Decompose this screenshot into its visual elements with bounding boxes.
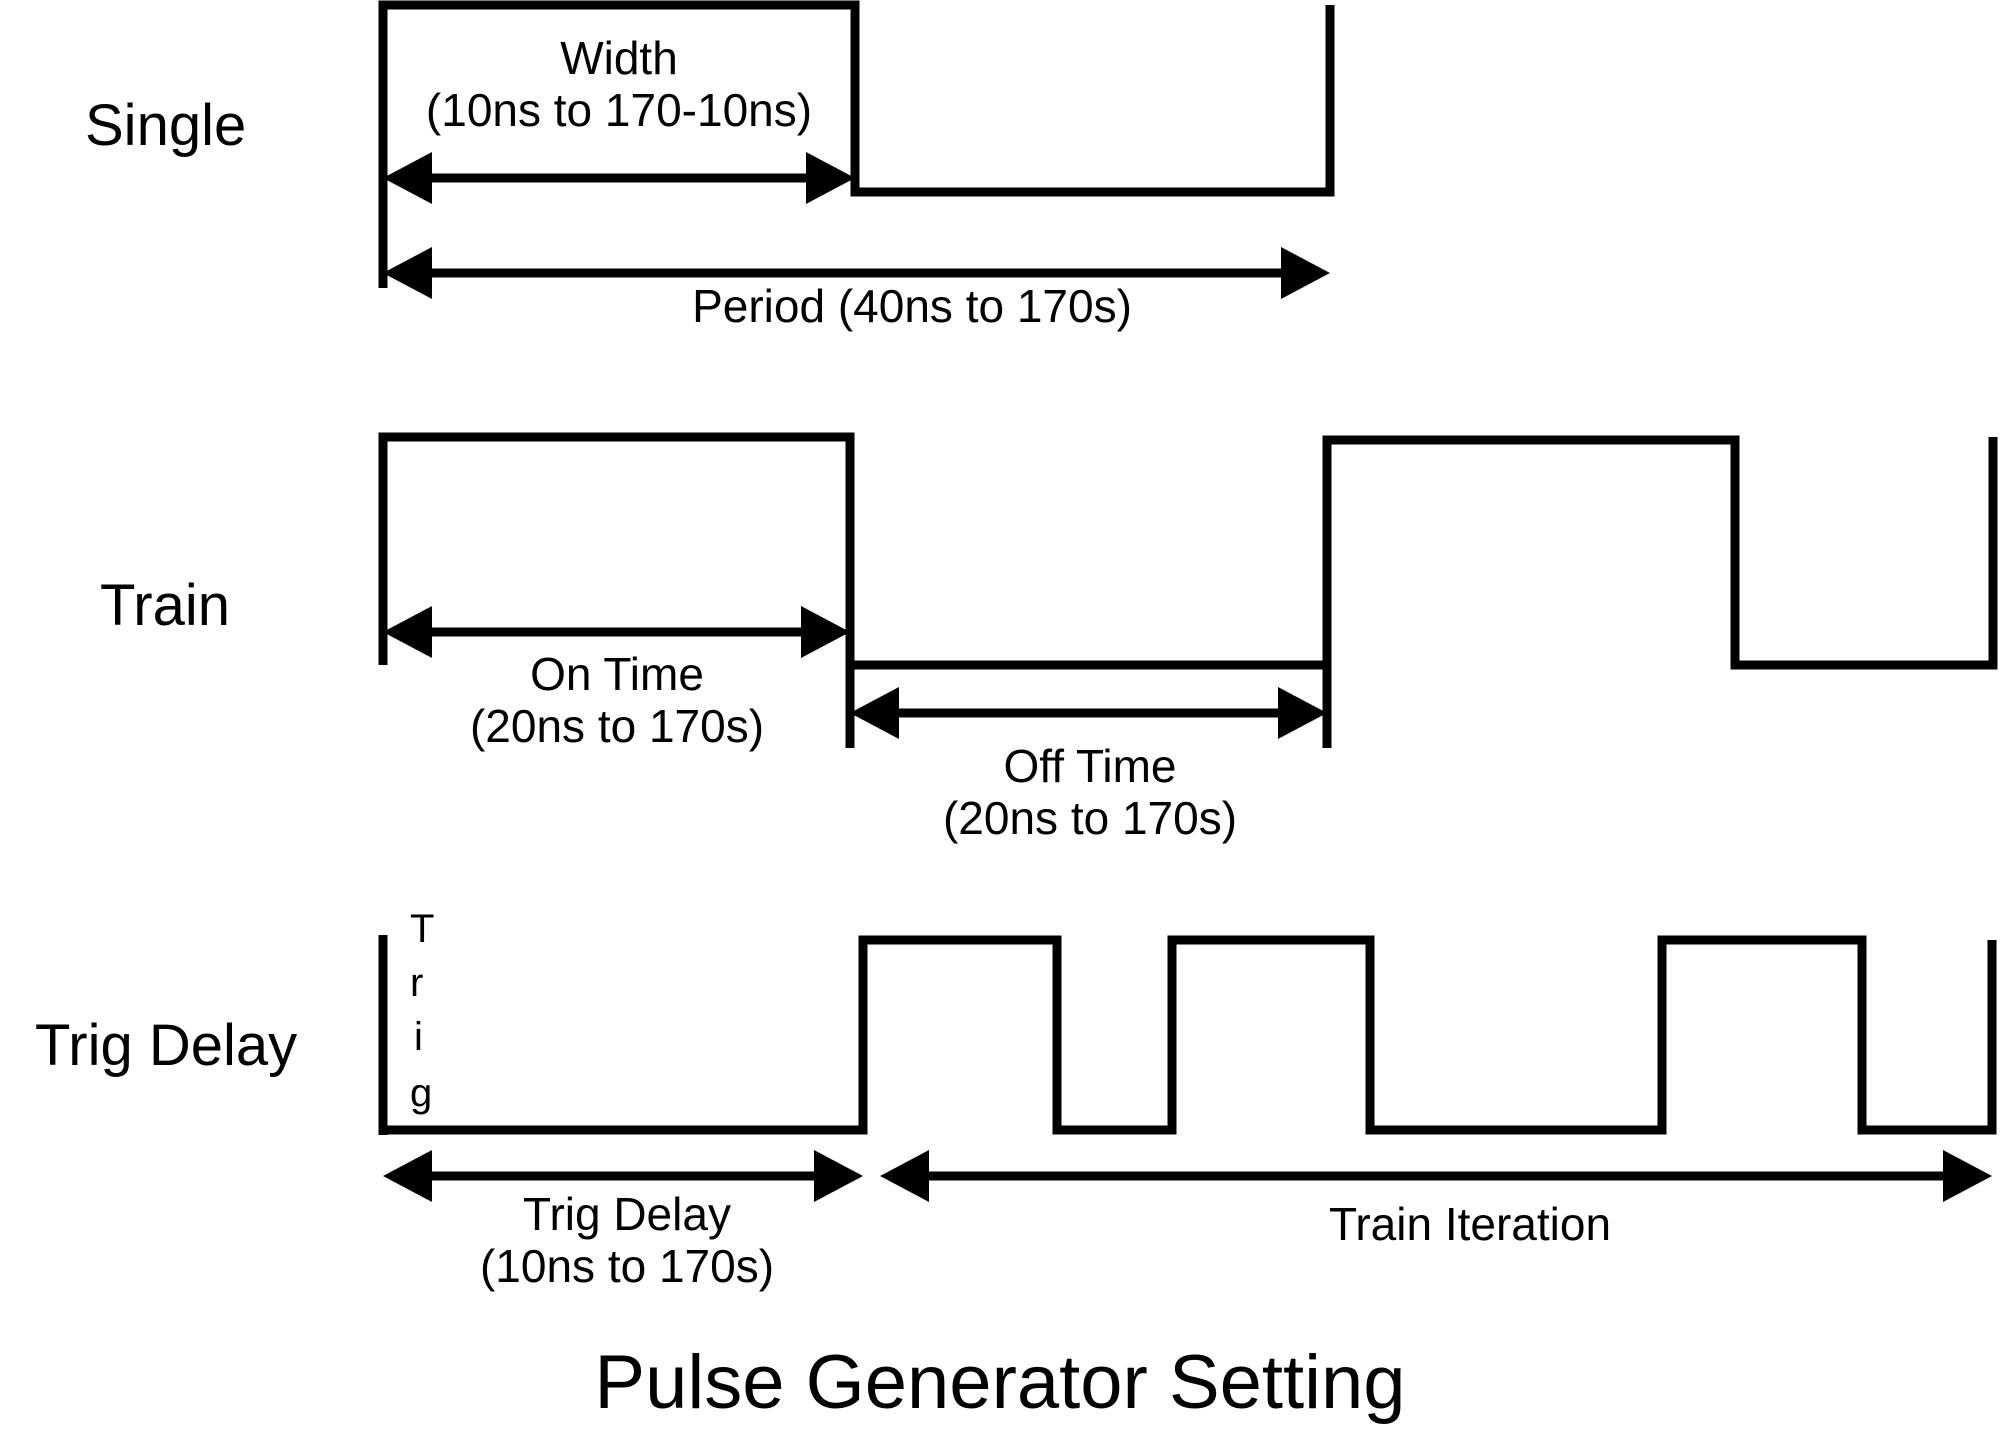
trig-letter-t: T	[410, 907, 434, 951]
figure-title: Pulse Generator Setting	[594, 1340, 1405, 1425]
on-time-label-line1: On Time	[530, 648, 704, 700]
period-label: Period (40ns to 170s)	[692, 280, 1132, 332]
row-label-train: Train	[100, 573, 230, 638]
trig-delay-label-line1: Trig Delay	[523, 1188, 731, 1240]
train-iteration-dimension-arrow	[880, 1150, 1992, 1202]
trig-delay-dimension-arrow	[383, 1150, 863, 1202]
width-label-line2: (10ns to 170-10ns)	[426, 84, 812, 136]
width-label-line1: Width	[560, 32, 678, 84]
period-dimension-arrow	[383, 247, 1330, 299]
on-time-label-line2: (20ns to 170s)	[470, 700, 764, 752]
trig-delay-waveform	[378, 935, 1997, 1135]
width-dimension-arrow	[383, 152, 855, 204]
trig-delay-label-line2: (10ns to 170s)	[480, 1240, 774, 1292]
off-time-label-line1: Off Time	[1004, 740, 1177, 792]
off-time-label-line2: (20ns to 170s)	[943, 792, 1237, 844]
row-label-single: Single	[85, 93, 246, 158]
trig-vertical-label: T r i g	[410, 907, 434, 1115]
trig-letter-g: g	[410, 1071, 432, 1115]
single-waveform	[378, 0, 1335, 288]
trig-letter-r: r	[410, 961, 423, 1005]
row-label-trig-delay: Trig Delay	[35, 1013, 297, 1078]
trig-letter-i: i	[414, 1015, 423, 1059]
train-waveform	[378, 432, 1998, 748]
on-time-dimension-arrow	[383, 606, 850, 658]
off-time-dimension-arrow	[850, 687, 1327, 739]
train-iteration-label: Train Iteration	[1329, 1198, 1611, 1250]
